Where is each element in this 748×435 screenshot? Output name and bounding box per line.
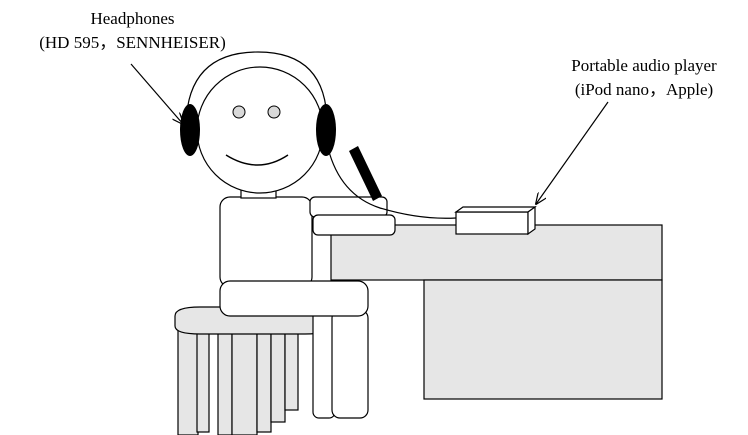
portable-audio-player-label-line1: Portable audio player [571,56,717,75]
stool-leg [270,327,286,423]
portable-audio-player-label-line2: (iPod nano，Apple) [574,80,714,99]
stool-leg [196,327,210,433]
headphones-label-line2: (HD 595，SENNHEISER) [39,33,226,52]
thigh [219,280,369,317]
stool-leg [284,327,299,411]
headphone-earcup-right [316,104,336,156]
player-arrow [536,101,609,204]
stool-leg [177,327,199,435]
stool [174,306,331,435]
portable-audio-player-label: Portable audio player (iPod nano，Apple) [540,54,748,102]
person [180,51,457,419]
torso [219,196,313,288]
headphones-label: Headphones (HD 595，SENNHEISER) [0,7,265,55]
player-side [527,205,536,236]
player-body [455,211,529,235]
stool-leg [231,327,258,435]
headphone-band [185,51,328,125]
headphone-earcup-left [180,104,200,156]
headphone-cable [327,147,457,219]
head [196,66,324,194]
leg [331,309,369,419]
stool-leg [256,327,272,433]
desk [330,224,663,400]
stool-leg [217,327,233,435]
forearm [312,214,396,236]
eye [232,105,246,119]
desk-body [423,279,663,400]
portable-audio-player [454,205,537,236]
eye [267,105,281,119]
player-top [454,206,537,213]
headphones-label-line1: Headphones [90,9,175,28]
pen [349,146,382,201]
headphones-arrow [130,63,183,124]
mouth [225,154,289,166]
